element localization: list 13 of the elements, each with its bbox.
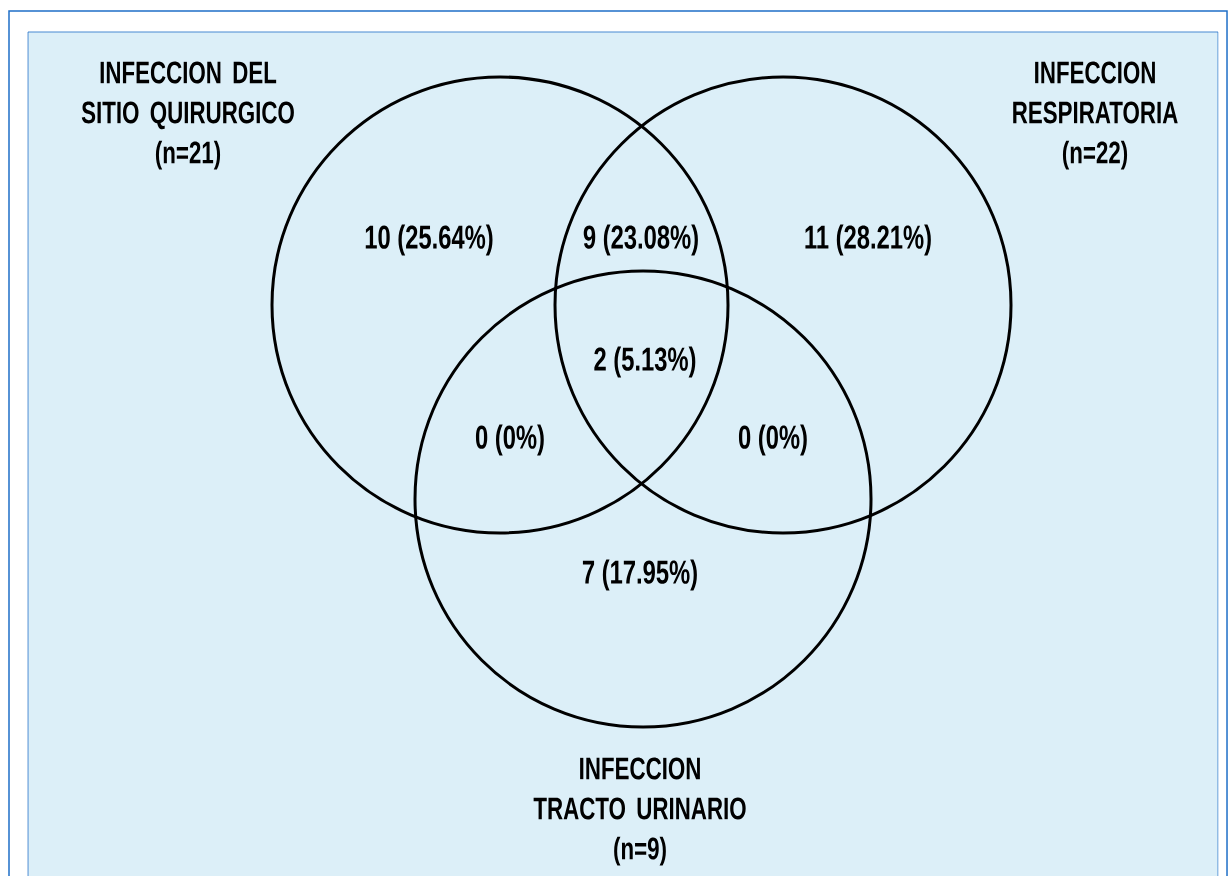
node-label: (n=22)	[1062, 140, 1128, 170]
node-label: (n=21)	[155, 140, 221, 170]
region-count: 11 (28.21%)	[805, 224, 931, 256]
region-count: 7 (17.95%)	[582, 559, 697, 591]
node-label: INFECCION RESPIRATORIA	[1013, 61, 1178, 124]
region-count: 0 (0%)	[475, 424, 544, 456]
node-label: (n=9)	[614, 836, 666, 866]
region-count: 2 (5.13%)	[594, 346, 696, 378]
node-label: INFECCION TRACTO URINARIO	[533, 757, 746, 820]
region-count: 10 (25.64%)	[365, 224, 493, 256]
region-count: 0 (0%)	[738, 424, 807, 456]
region-count: 9 (23.08%)	[583, 224, 698, 256]
node-label: INFECCION DEL SITIO QUIRURGICO	[81, 61, 294, 130]
